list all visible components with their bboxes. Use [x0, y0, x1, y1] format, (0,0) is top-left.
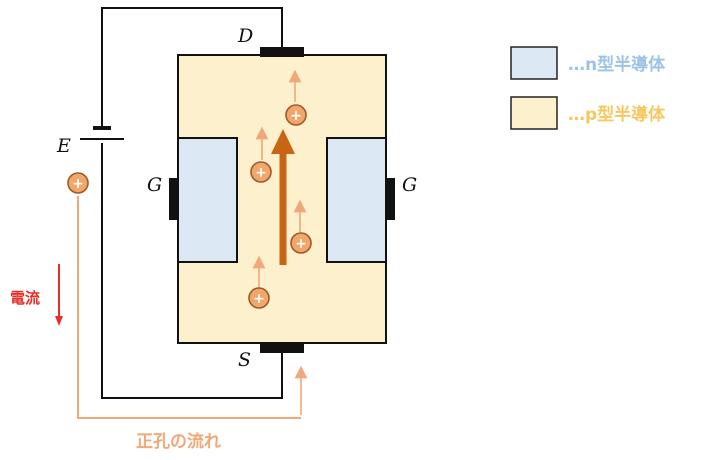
svg-text:+: +: [290, 108, 302, 124]
current-label: 電流: [10, 289, 40, 307]
battery-label: E: [56, 135, 71, 157]
battery: E: [56, 126, 124, 157]
gate-left-contact: [169, 178, 179, 220]
legend: …n型半導体 …p型半導体: [510, 46, 666, 130]
circuit-wires: [101, 7, 283, 399]
legend-p-swatch: [510, 96, 558, 130]
drain-contact: [260, 47, 304, 57]
hole: +: [285, 104, 307, 126]
gate-right-label: G: [402, 174, 417, 196]
legend-p-label: …p型半導体: [568, 104, 666, 125]
gate-left-label: G: [147, 174, 162, 196]
hole-motion-arrows: [252, 69, 308, 415]
current-arrow: [55, 264, 63, 326]
big-channel-arrow: [271, 129, 295, 265]
svg-text:+: +: [255, 165, 267, 181]
svg-text:+: +: [72, 176, 84, 192]
hole: +: [248, 287, 270, 309]
source-contact: [260, 343, 304, 353]
wire-top: [101, 7, 283, 128]
source-label: S: [238, 349, 251, 371]
svg-text:+: +: [253, 291, 265, 307]
holes: + + + + +: [67, 104, 312, 309]
legend-n-label: …n型半導体: [568, 54, 666, 75]
drain-label: D: [237, 25, 253, 47]
n-region-right: [326, 137, 387, 263]
svg-text:+: +: [295, 236, 307, 252]
hole-flow-path: [77, 196, 301, 419]
hole: +: [250, 161, 272, 183]
gate-right-contact: [385, 178, 395, 220]
n-region-left: [177, 137, 238, 263]
wire-bottom: [101, 143, 283, 399]
legend-n-swatch: [510, 46, 558, 80]
hole-outside: +: [67, 172, 89, 194]
hole-flow-label: 正孔の流れ: [136, 431, 221, 452]
hole: +: [290, 232, 312, 254]
